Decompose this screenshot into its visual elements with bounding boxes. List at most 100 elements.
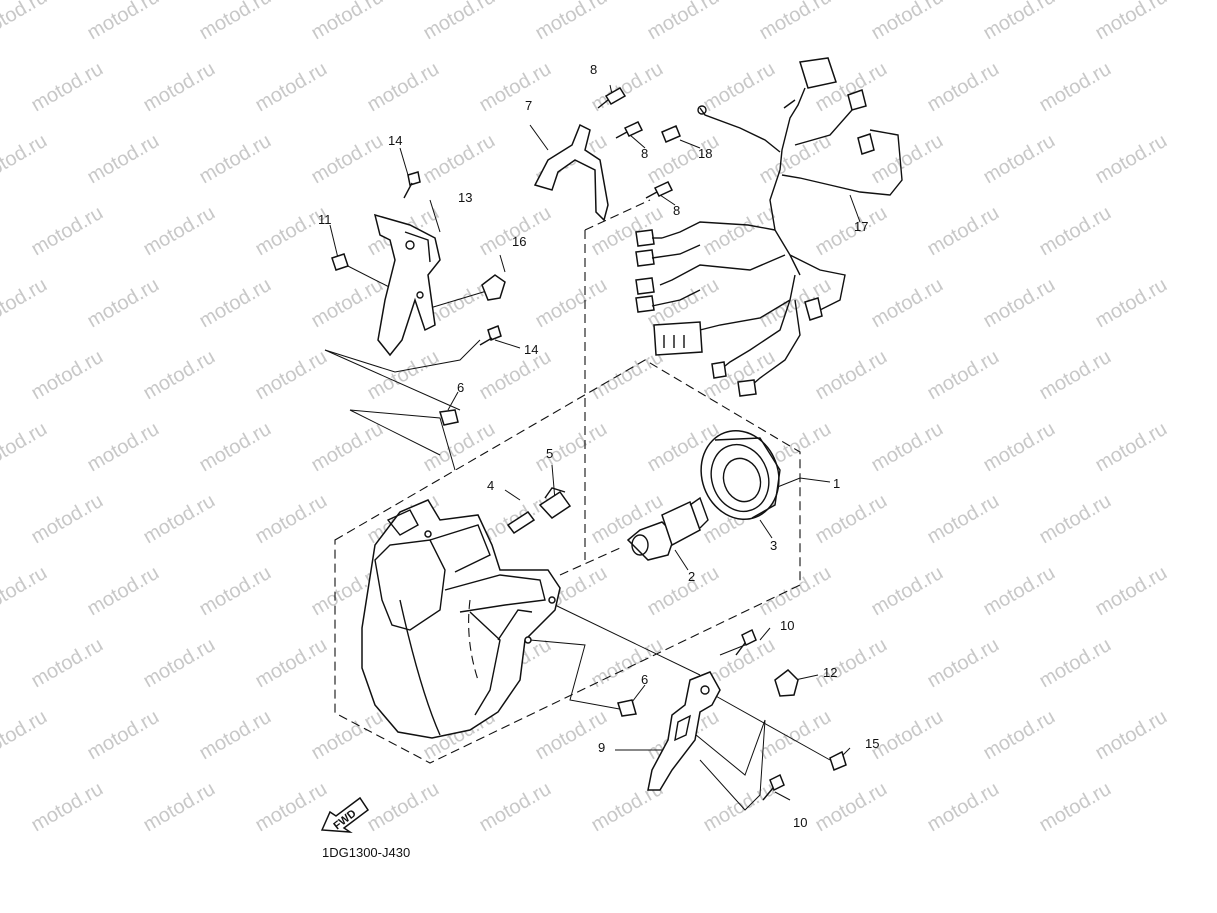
watermark-text: motod.ru <box>140 778 219 837</box>
watermark-text: motod.ru <box>700 202 779 261</box>
watermark-text: motod.ru <box>980 0 1059 44</box>
watermark-text: motod.ru <box>756 562 835 621</box>
watermark-text: motod.ru <box>1092 274 1171 333</box>
watermark-text: motod.ru <box>924 634 1003 693</box>
bracket-13 <box>373 213 441 357</box>
callout-10-lower: 10 <box>793 815 807 830</box>
watermark-text: motod.ru <box>980 130 1059 189</box>
watermark-text: motod.ru <box>868 418 947 477</box>
callout-1: 1 <box>833 476 840 491</box>
watermark-text: motod.ru <box>980 418 1059 477</box>
watermark-text: motod.ru <box>924 58 1003 117</box>
watermark-text: motod.ru <box>0 418 51 477</box>
callout-2: 2 <box>688 569 695 584</box>
watermark-text: motod.ru <box>140 202 219 261</box>
watermark-text: motod.ru <box>924 490 1003 549</box>
watermark-text: motod.ru <box>1092 562 1171 621</box>
watermark-text: motod.ru <box>700 58 779 117</box>
callout-13: 13 <box>458 190 472 205</box>
watermark-text: motod.ru <box>28 490 107 549</box>
watermark-text: motod.ru <box>252 490 331 549</box>
watermark-text: motod.ru <box>1036 778 1115 837</box>
watermark-text: motod.ru <box>1036 202 1115 261</box>
watermark-text: motod.ru <box>980 274 1059 333</box>
watermark-text: motod.ru <box>868 0 947 44</box>
grommets <box>481 274 799 697</box>
watermark-text: motod.ru <box>588 634 667 693</box>
leader-lines <box>324 84 861 811</box>
watermark-text: motod.ru <box>812 346 891 405</box>
stay-bracket-7 <box>533 123 609 222</box>
watermark-text: motod.ru <box>924 202 1003 261</box>
watermark-text: motod.ru <box>308 130 387 189</box>
clips-6 <box>439 409 637 717</box>
watermark-text: motod.ru <box>0 562 51 621</box>
watermark-text: motod.ru <box>532 0 611 44</box>
watermark-text: motod.ru <box>1036 346 1115 405</box>
watermark-text: motod.ru <box>308 418 387 477</box>
callout-14-upper: 14 <box>388 133 402 148</box>
callout-8-top: 8 <box>590 62 597 77</box>
watermark-text: motod.ru <box>1036 58 1115 117</box>
watermark-text: motod.ru <box>476 778 555 837</box>
watermark-text: motod.ru <box>812 778 891 837</box>
watermark-text: motod.ru <box>420 0 499 44</box>
watermark-text: motod.ru <box>308 0 387 44</box>
watermark-text: motod.ru <box>252 346 331 405</box>
watermark-text: motod.ru <box>756 0 835 44</box>
callout-4: 4 <box>487 478 494 493</box>
watermark-text: motod.ru <box>812 202 891 261</box>
watermark-text: motod.ru <box>84 130 163 189</box>
watermark-text: motod.ru <box>1092 130 1171 189</box>
watermark-text: motod.ru <box>252 202 331 261</box>
callout-7: 7 <box>525 98 532 113</box>
watermark-text: motod.ru <box>812 634 891 693</box>
callout-6-lower: 6 <box>641 672 648 687</box>
watermark-text: motod.ru <box>532 706 611 765</box>
watermark-text: motod.ru <box>0 706 51 765</box>
watermark-text: motod.ru <box>588 346 667 405</box>
diagram-code: 1DG1300-J430 <box>322 845 410 860</box>
watermark-text: motod.ru <box>196 0 275 44</box>
fwd-arrow: FWD <box>320 796 370 833</box>
watermark-text: motod.ru <box>476 202 555 261</box>
watermark-text: motod.ru <box>1092 706 1171 765</box>
watermark-text: motod.ru <box>924 346 1003 405</box>
callout-3: 3 <box>770 538 777 553</box>
watermark-text: motod.ru <box>1092 418 1171 477</box>
watermark-text: motod.ru <box>756 130 835 189</box>
wire-harness-17 <box>635 57 903 397</box>
watermark-text: motod.ru <box>364 778 443 837</box>
watermark-text: motod.ru <box>196 706 275 765</box>
watermark-text: motod.ru <box>196 130 275 189</box>
callout-9: 9 <box>598 740 605 755</box>
watermark-text: motod.ru <box>1036 490 1115 549</box>
watermark-text: motod.ru <box>140 346 219 405</box>
callout-labels: 1 2 3 4 5 6 6 7 8 8 8 9 10 10 11 12 13 1… <box>318 62 879 830</box>
watermark-text: motod.ru <box>84 706 163 765</box>
watermark-text: motod.ru <box>1092 0 1171 44</box>
callout-12: 12 <box>823 665 837 680</box>
watermark-text: motod.ru <box>0 130 51 189</box>
watermark-text: motod.ru <box>644 562 723 621</box>
callout-11: 11 <box>318 212 332 227</box>
bulb-parts <box>506 487 709 561</box>
watermark-text: motod.ru <box>476 58 555 117</box>
callout-16: 16 <box>512 234 526 249</box>
callout-10-upper: 10 <box>780 618 794 633</box>
bolts <box>331 86 847 801</box>
watermark-text: motod.ru <box>0 274 51 333</box>
callout-8-middle: 8 <box>641 146 648 161</box>
bracket-9 <box>647 671 721 791</box>
callout-14-lower: 14 <box>524 342 538 357</box>
callout-6-upper: 6 <box>457 380 464 395</box>
watermark-text: motod.ru <box>364 346 443 405</box>
watermark-text: motod.ru <box>28 346 107 405</box>
watermark-text: motod.ru <box>532 274 611 333</box>
headlight-assembly <box>361 499 561 739</box>
callout-5: 5 <box>546 446 553 461</box>
watermark-text: motod.ru <box>28 58 107 117</box>
watermark-text: motod.ru <box>84 562 163 621</box>
watermark-text: motod.ru <box>28 778 107 837</box>
watermark-text: motod.ru <box>364 58 443 117</box>
